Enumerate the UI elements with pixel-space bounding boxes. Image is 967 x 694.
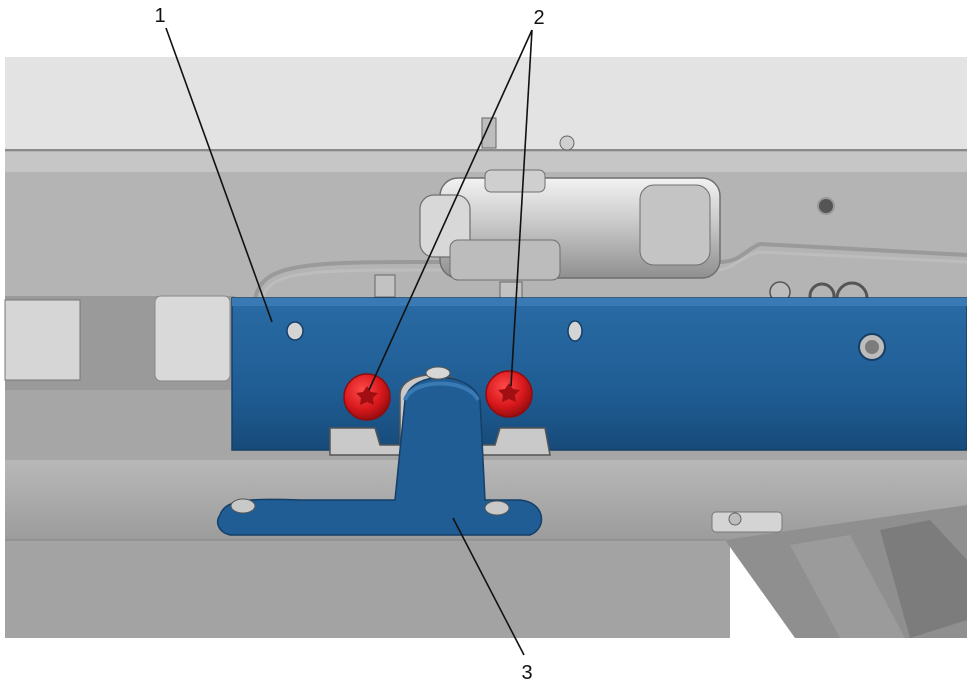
callout-1: 1: [154, 5, 165, 27]
leader-1: [165, 27, 273, 323]
right-small-tab: [711, 511, 783, 533]
callout-2: 2: [533, 7, 544, 29]
leader-lines: [165, 27, 533, 656]
right-roller-2: [790, 535, 905, 638]
callout-3: 3: [521, 662, 532, 684]
blue-mount: [217, 366, 543, 536]
frame-hole: [817, 197, 835, 215]
leader-3: [452, 517, 525, 656]
blue-support-bar: [231, 297, 967, 451]
right-roller-1: [880, 520, 967, 638]
red-fasteners: [343, 370, 533, 421]
lower-plate: [5, 540, 730, 638]
leader-2b: [510, 29, 533, 387]
bar-hole: [567, 320, 583, 342]
cable-harness: [253, 241, 967, 302]
left-block: [154, 295, 231, 382]
leader-2a: [368, 29, 533, 391]
left-roller: [4, 299, 81, 381]
bar-hole: [286, 321, 304, 341]
